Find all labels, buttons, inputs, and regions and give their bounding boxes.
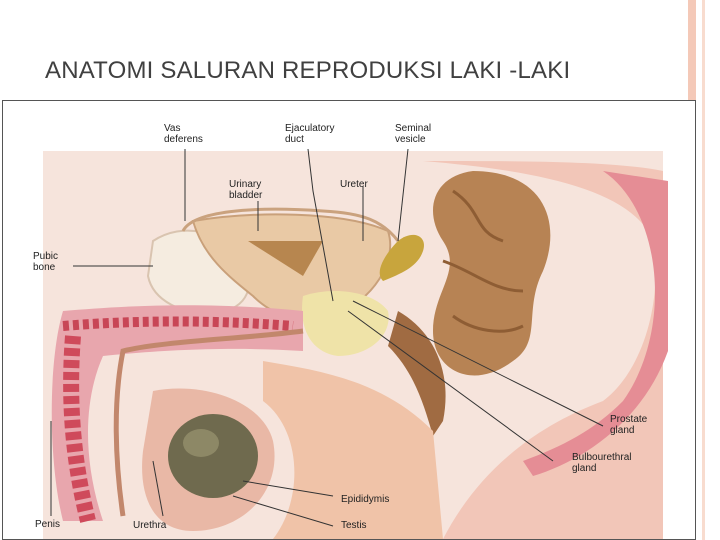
label-prostate-gland-line1: Prostate: [610, 414, 648, 425]
label-ejaculatory-duct-line1: Ejaculatory: [285, 123, 335, 134]
label-seminal-vesicle: Seminal vesicle: [395, 123, 431, 145]
rectum: [433, 171, 551, 376]
label-testis: Testis: [341, 520, 367, 531]
slide-title: ANATOMI SALURAN REPRODUKSI LAKI -LAKI: [45, 57, 571, 85]
label-urethra-line1: Urethra: [133, 520, 167, 531]
perineum: [263, 361, 443, 539]
label-penis-line1: Penis: [35, 519, 61, 530]
corpus-cavernosum: [62, 316, 294, 331]
label-bulbourethral-gland-line1: Bulbourethral: [572, 452, 632, 463]
label-bulbourethral-gland: Bulbourethral gland: [572, 452, 631, 474]
rectum-folds: [442, 189, 524, 333]
label-pubic-bone-line2: bone: [33, 262, 56, 273]
label-urinary-bladder-line1: Urinary: [229, 179, 262, 190]
label-urethra: Urethra: [133, 520, 166, 531]
anatomy-illustration: [43, 148, 668, 539]
label-epididymis-line1: Epididymis: [341, 494, 390, 505]
anal-canal: [388, 311, 446, 436]
label-penis: Penis: [35, 519, 60, 530]
urethra-path: [113, 328, 304, 517]
label-prostate-gland-line2: gland: [610, 425, 635, 436]
label-ejaculatory-duct-line2: duct: [285, 134, 304, 145]
label-seminal-vesicle-line2: vesicle: [395, 134, 426, 145]
prostate-shape: [302, 291, 389, 356]
label-pubic-bone-line1: Pubic: [33, 251, 59, 262]
label-vas-deferens-line2: deferens: [164, 134, 203, 145]
buttock-region: [423, 161, 663, 539]
label-testis-line1: Testis: [341, 520, 367, 531]
label-seminal-vesicle-line1: Seminal: [395, 123, 432, 134]
bladder-inner: [248, 241, 323, 276]
testis-shape: [168, 414, 258, 498]
label-bulbourethral-gland-line2: gland: [572, 463, 597, 474]
label-urinary-bladder-line2: bladder: [229, 190, 263, 201]
anatomy-figure: Vas deferens Ejaculatory duct Seminal ve…: [2, 100, 696, 540]
label-urinary-bladder: Urinary bladder: [229, 179, 262, 201]
sacrum-band: [523, 171, 668, 476]
label-ejaculatory-duct: Ejaculatory duct: [285, 123, 334, 145]
label-vas-deferens: Vas deferens: [164, 123, 203, 145]
label-ureter: Ureter: [340, 179, 368, 190]
label-epididymis: Epididymis: [341, 494, 389, 505]
label-pubic-bone: Pubic bone: [33, 251, 58, 273]
leader-lines: [50, 148, 604, 527]
testis-highlight: [183, 429, 219, 457]
label-prostate-gland: Prostate gland: [610, 414, 647, 436]
vas-deferens-duct: [181, 207, 400, 242]
label-ureter-line1: Ureter: [340, 179, 368, 190]
seminal-vesicle-shape: [379, 234, 424, 281]
label-vas-deferens-line1: Vas: [164, 123, 181, 134]
